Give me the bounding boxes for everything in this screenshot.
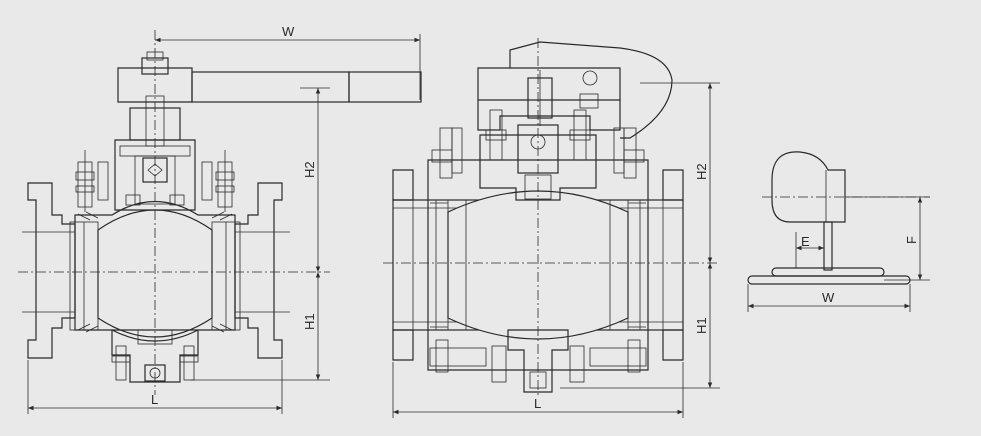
dim-h2-label: H2 xyxy=(302,161,317,178)
view-lever-valve: W H2 H1 L xyxy=(18,24,422,414)
dim-h2-label-2: H2 xyxy=(694,163,709,180)
dim-l-label-2: L xyxy=(534,396,541,411)
view-handwheel: E F W xyxy=(747,151,930,312)
dim-h1-label-2: H1 xyxy=(694,317,709,334)
dim-f-label: F xyxy=(904,236,919,244)
dim-w-label: W xyxy=(282,24,295,39)
dim-l-label: L xyxy=(151,392,158,407)
view-gear-valve: H2 H1 L xyxy=(383,38,720,418)
dim-w-label-3: W xyxy=(822,290,835,305)
dim-h1-label: H1 xyxy=(302,313,317,330)
dim-e-label: E xyxy=(801,234,810,249)
